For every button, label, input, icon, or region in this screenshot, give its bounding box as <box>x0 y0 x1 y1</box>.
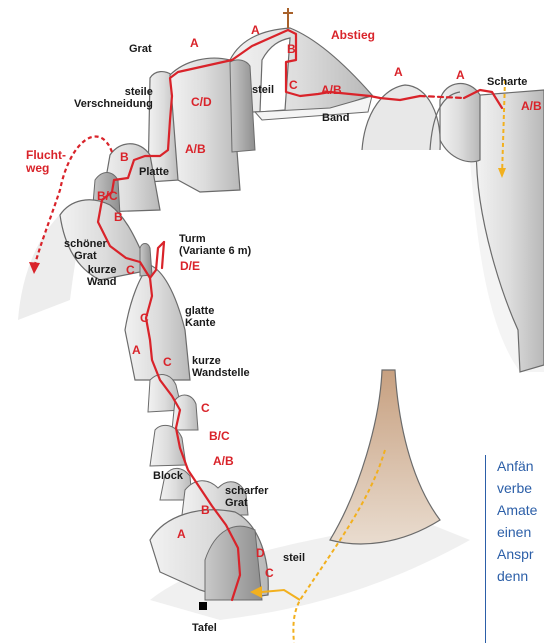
article-line-2: verbe <box>486 477 544 499</box>
grade-ab-upper: A/B <box>185 143 206 156</box>
label-tafel: Tafel <box>192 622 217 634</box>
grade-b-platte: B <box>120 151 129 164</box>
label-band: Band <box>322 112 350 124</box>
label-glatte-kante: glatte Kante <box>185 305 216 329</box>
grade-c-summit: C <box>289 79 298 92</box>
central-pillar <box>125 244 268 601</box>
tafel-square-icon <box>199 602 207 610</box>
grade-a-ridge-1: A <box>394 66 403 79</box>
article-text-fragment: Anfän verbe Amate einen Anspr denn <box>485 455 544 643</box>
label-fluchtweg: Flucht- weg <box>26 149 66 175</box>
grade-a-low: A <box>177 528 186 541</box>
label-block: Block <box>153 470 183 482</box>
grade-b-summit: B <box>287 43 296 56</box>
article-line-3: Amate <box>486 499 544 521</box>
label-scharte: Scharte <box>487 76 527 88</box>
label-kurze-wandstelle: kurze Wandstelle <box>192 355 250 379</box>
summit-massif <box>148 28 372 192</box>
grade-bc-lower: B/C <box>209 430 230 443</box>
grade-a-summit: A <box>251 24 260 37</box>
label-kurze-wand: kurze Wand <box>87 264 117 288</box>
label-scharfer-grat: scharfer Grat <box>225 485 268 509</box>
summit-cross-icon <box>283 8 293 28</box>
base-cliff <box>330 370 440 544</box>
article-line-4: einen <box>486 521 544 543</box>
label-schoener-grat: schöner Grat <box>64 238 107 262</box>
pillar-main <box>125 265 190 380</box>
grade-ab-band: A/B <box>321 84 342 97</box>
right-knob <box>440 84 480 162</box>
right-rocks <box>362 80 544 372</box>
grade-c-kante: C <box>140 312 149 325</box>
label-steil-summit: steil <box>252 84 274 96</box>
ridge-mound-1 <box>362 85 440 150</box>
grade-cd: C/D <box>191 96 212 109</box>
grade-b-mid: B <box>114 211 123 224</box>
article-line-1: Anfän <box>486 455 544 477</box>
grade-a-grat: A <box>190 37 199 50</box>
grade-de: D/E <box>180 260 200 273</box>
grade-ab-scharte: A/B <box>521 100 542 113</box>
grade-ab-lower: A/B <box>213 455 234 468</box>
article-line-5: Anspr <box>486 543 544 565</box>
grade-c-wandstelle: C <box>163 356 172 369</box>
grade-a-ridge-2: A <box>456 69 465 82</box>
grat-tower-2 <box>170 58 240 192</box>
grade-b-low: B <box>201 504 210 517</box>
label-platte: Platte <box>139 166 169 178</box>
label-steil-base: steil <box>283 552 305 564</box>
grade-c-base: C <box>265 567 274 580</box>
label-abstieg: Abstieg <box>331 29 375 42</box>
label-turm: Turm (Variante 6 m) <box>179 233 251 257</box>
route-de-variant <box>162 242 164 268</box>
grade-bc-upper: B/C <box>97 190 118 203</box>
label-grat: Grat <box>129 43 152 55</box>
grade-d-base: D <box>256 547 265 560</box>
grade-a-kante: A <box>132 344 141 357</box>
article-line-6: denn <box>486 565 544 587</box>
grade-c-lower: C <box>201 402 210 415</box>
label-steile-verschneidung: steile Verschneidung <box>74 86 153 110</box>
grade-c-wand: C <box>126 264 135 277</box>
